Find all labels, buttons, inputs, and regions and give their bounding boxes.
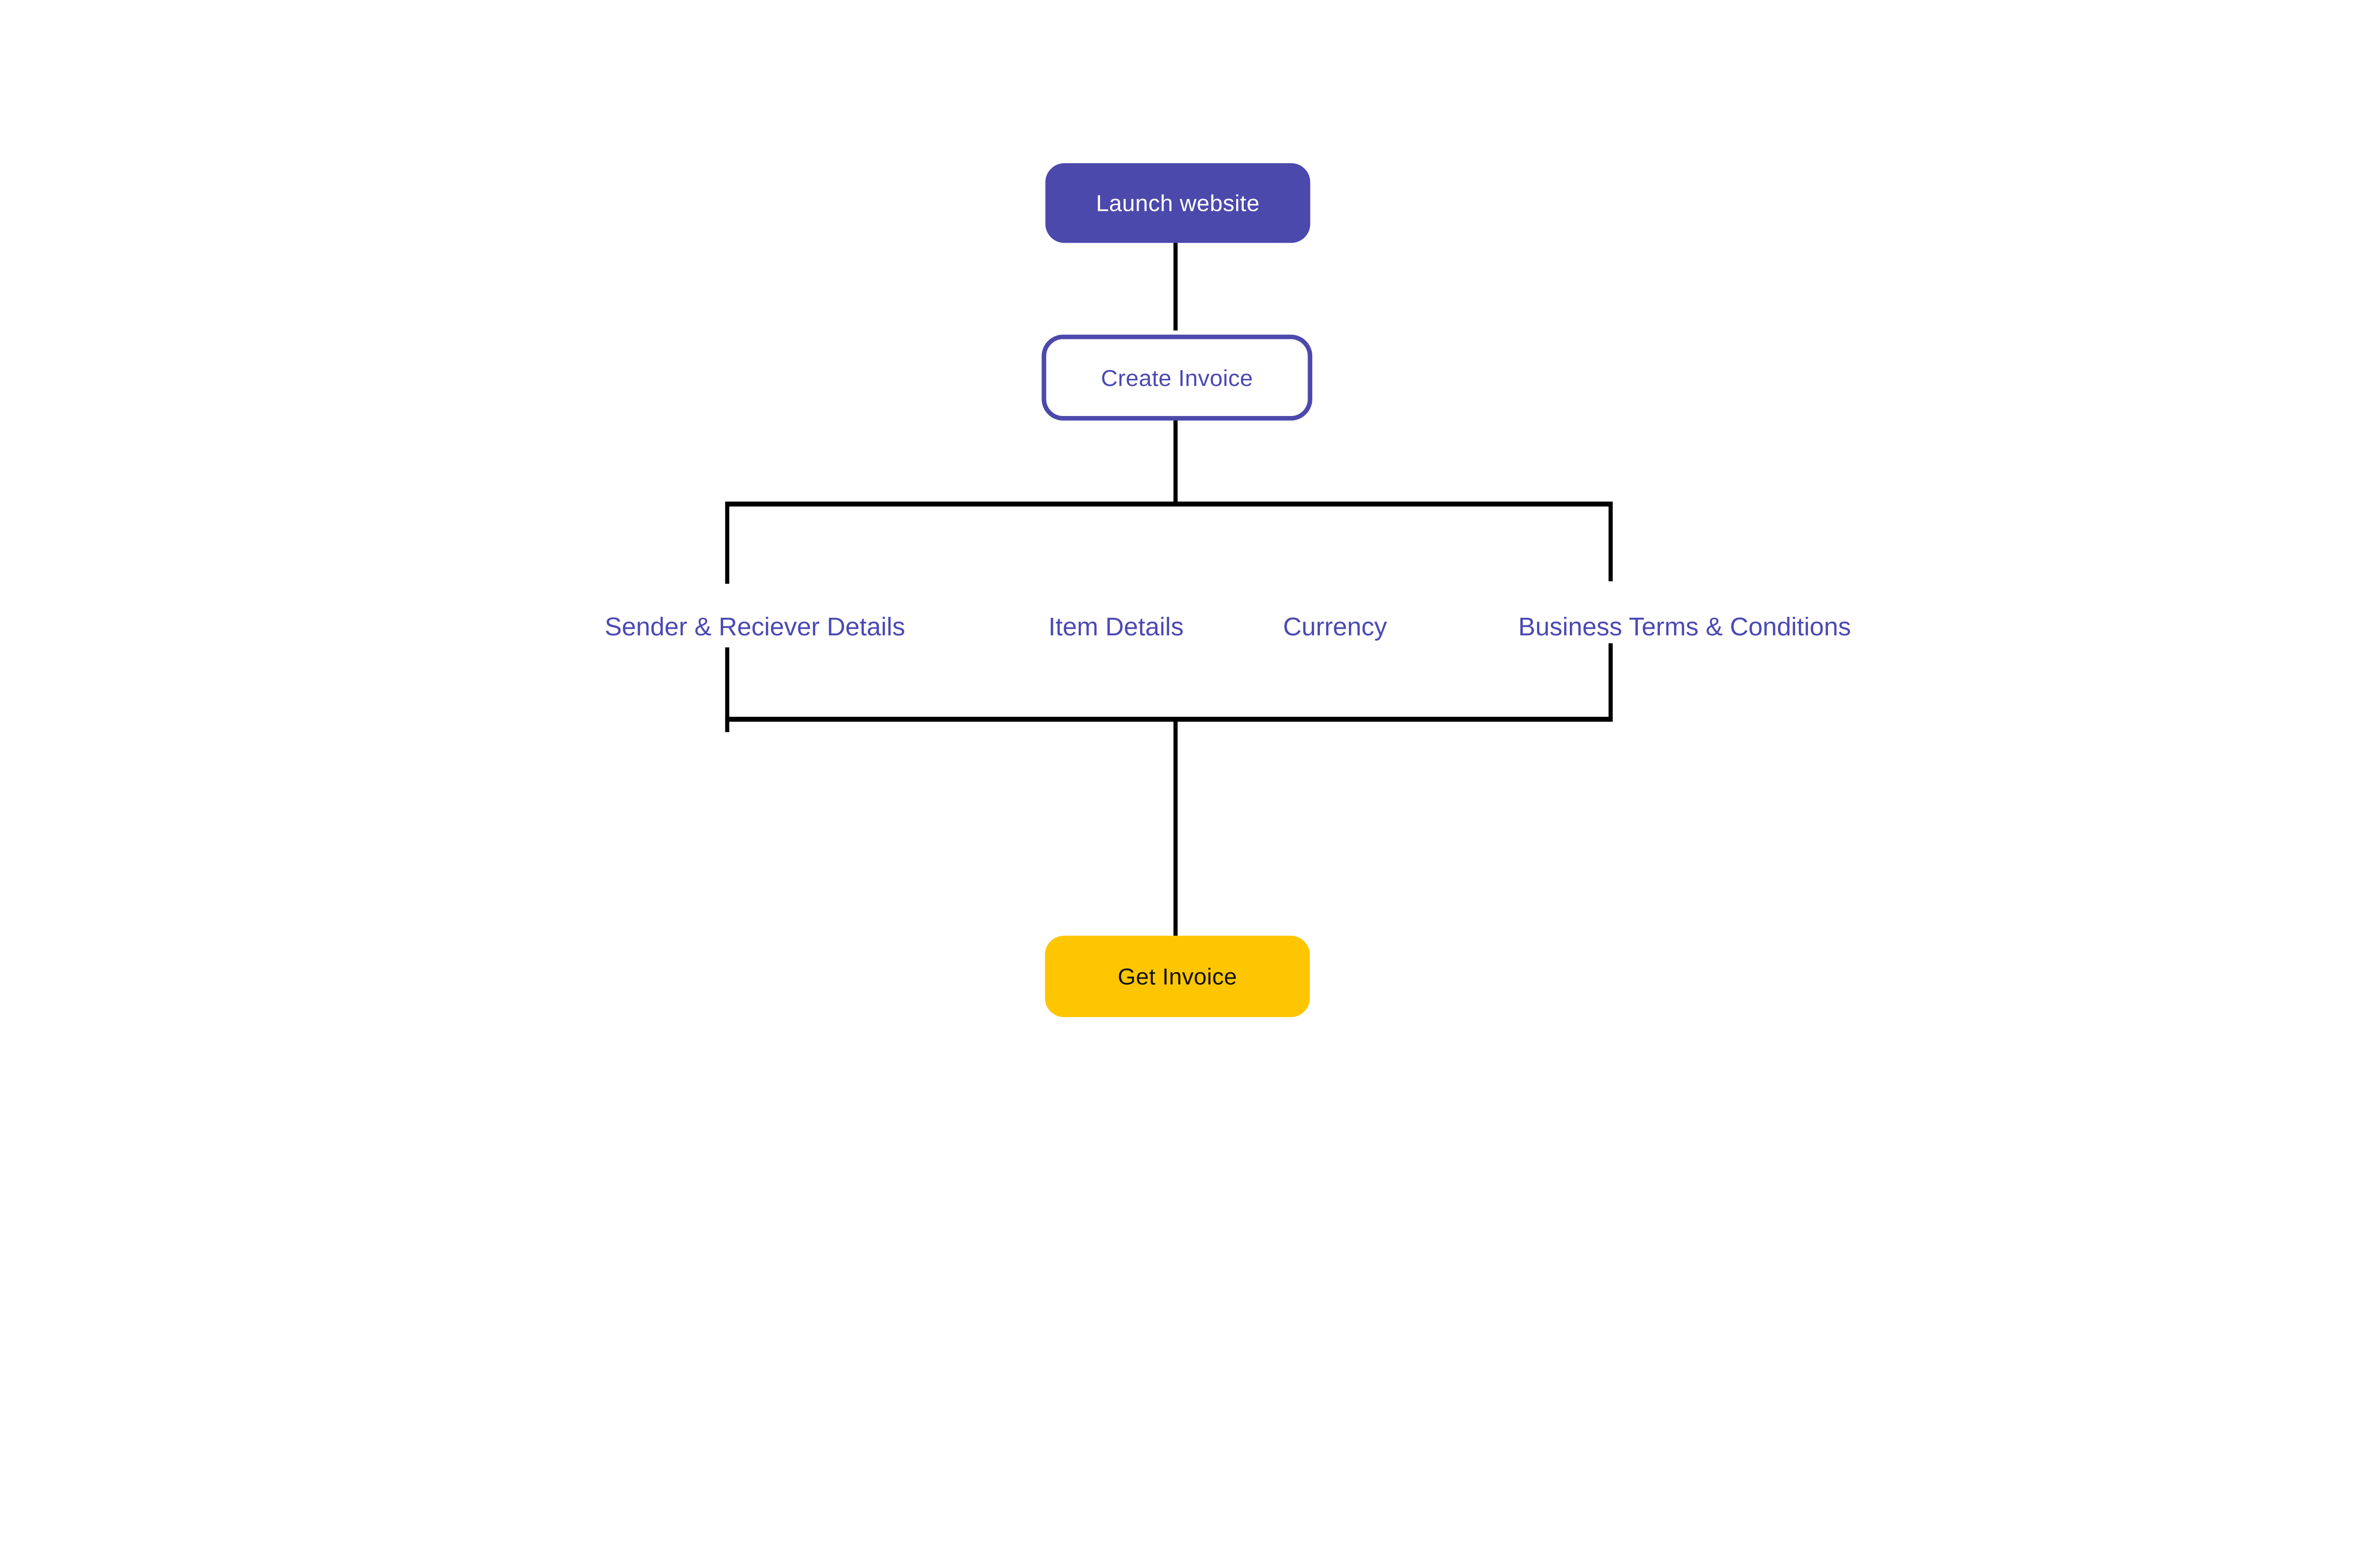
branch-label-sender-reciever-details[interactable]: Sender & Reciever Details [597, 612, 913, 642]
branch-label-currency[interactable]: Currency [1275, 612, 1395, 642]
node-get-invoice[interactable]: Get Invoice [1045, 936, 1310, 1018]
node-launch-website[interactable]: Launch website [1045, 163, 1310, 243]
flowchart-canvas: Launch website Create Invoice Sender & R… [597, 163, 1859, 1018]
branch-label-business-terms-conditions[interactable]: Business Terms & Conditions [1510, 612, 1859, 642]
branch-label-item-details[interactable]: Item Details [1041, 612, 1191, 642]
node-create-invoice[interactable]: Create Invoice [1041, 335, 1312, 421]
connector-lines [725, 242, 1613, 936]
